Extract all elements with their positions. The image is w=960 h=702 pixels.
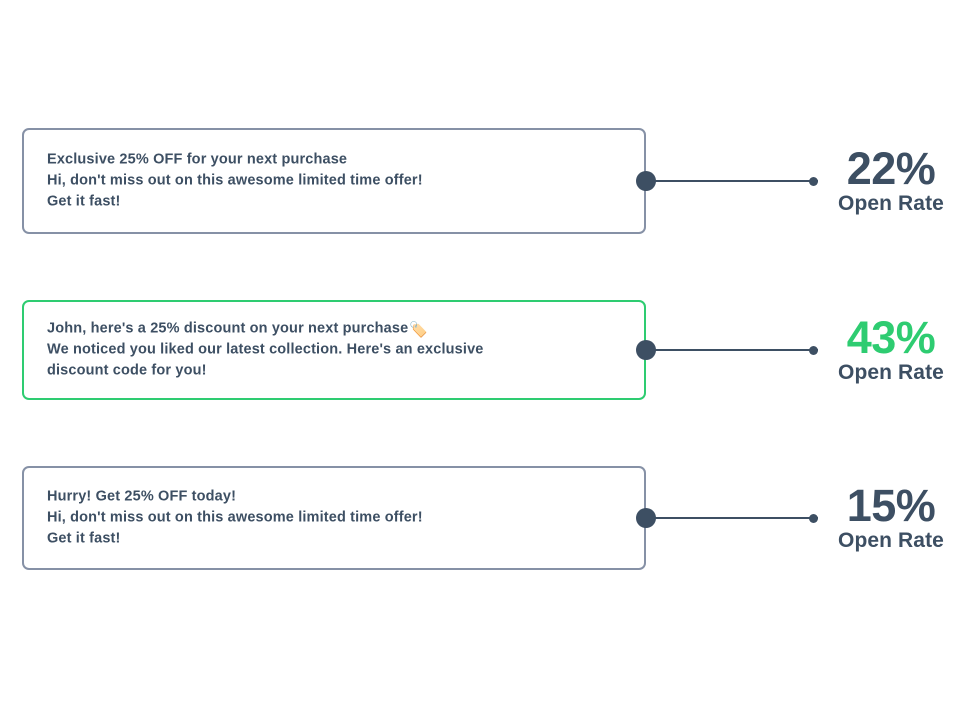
email-preview-line-1: Hi, don't miss out on this awesome limit… <box>47 172 423 189</box>
metric-label: Open Rate <box>838 529 944 552</box>
email-preview-line-2: discount code for you! <box>47 362 207 379</box>
connector <box>636 339 826 361</box>
connector-line <box>646 180 818 182</box>
connector-end-dot <box>809 176 818 186</box>
email-preview-line-1: We noticed you liked our latest collecti… <box>47 341 484 358</box>
email-subject-text: John, here's a 25% discount on your next… <box>47 320 409 337</box>
metric-value: 22% <box>846 143 936 194</box>
email-subject: Hurry! Get 25% OFF today! <box>47 487 630 508</box>
metric-block: 43% Open Rate <box>822 315 960 385</box>
variant-row: Hurry! Get 25% OFF today! Hi, don't miss… <box>0 466 960 570</box>
connector-line <box>646 517 818 519</box>
connector <box>636 507 826 529</box>
tag-emoji: 🏷️ <box>409 321 429 339</box>
variant-row: John, here's a 25% discount on your next… <box>0 300 960 400</box>
email-subject: Exclusive 25% OFF for your next purchase <box>47 150 630 171</box>
email-preview-card-highlighted[interactable]: John, here's a 25% discount on your next… <box>22 300 646 400</box>
metric-block: 15% Open Rate <box>822 483 960 553</box>
metric-value: 15% <box>846 480 936 531</box>
email-preview-body: John, here's a 25% discount on your next… <box>47 319 630 382</box>
variant-row: Exclusive 25% OFF for your next purchase… <box>0 128 960 234</box>
connector-end-dot <box>809 345 818 355</box>
email-preview-body: Hurry! Get 25% OFF today! Hi, don't miss… <box>47 487 630 550</box>
connector <box>636 170 826 192</box>
email-subject-text: Exclusive 25% OFF for your next purchase <box>47 151 348 168</box>
metric-block: 22% Open Rate <box>822 146 960 216</box>
email-preview-line-2: Get it fast! <box>47 530 121 547</box>
metric-value: 43% <box>846 312 936 363</box>
metric-label: Open Rate <box>838 361 944 384</box>
email-subject-text: Hurry! Get 25% OFF today! <box>47 488 237 505</box>
email-preview-line-2: Get it fast! <box>47 193 121 210</box>
connector-end-dot <box>809 513 818 523</box>
email-subject: John, here's a 25% discount on your next… <box>47 319 630 340</box>
metric-label: Open Rate <box>838 192 944 215</box>
email-preview-card[interactable]: Hurry! Get 25% OFF today! Hi, don't miss… <box>22 466 646 570</box>
email-preview-body: Exclusive 25% OFF for your next purchase… <box>47 150 630 213</box>
email-preview-card[interactable]: Exclusive 25% OFF for your next purchase… <box>22 128 646 234</box>
connector-line <box>646 349 818 351</box>
email-preview-line-1: Hi, don't miss out on this awesome limit… <box>47 509 423 526</box>
